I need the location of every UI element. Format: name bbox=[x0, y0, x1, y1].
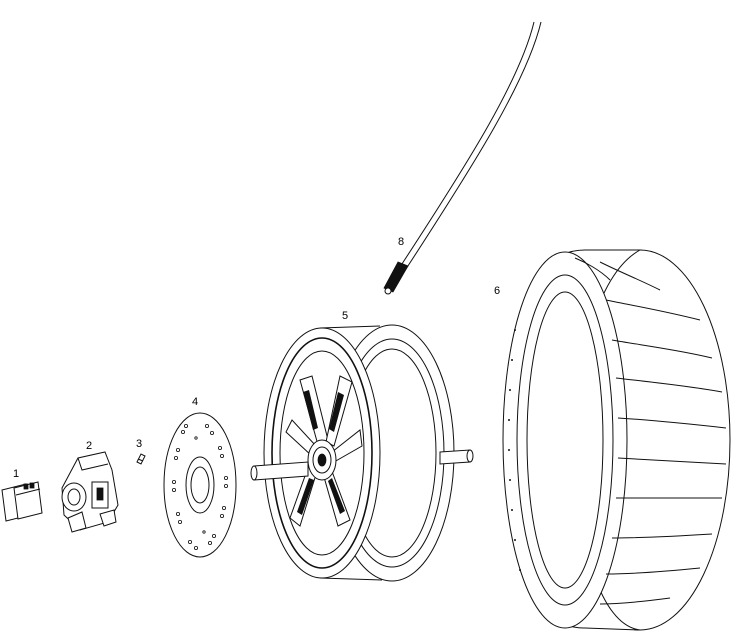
callout-1: 1 bbox=[13, 468, 19, 480]
part-2-brake-caliper bbox=[61, 451, 119, 533]
part-3-bolt bbox=[136, 453, 146, 465]
part-5-wheel-rim bbox=[250, 324, 474, 582]
part-1-brake-pads bbox=[1, 481, 43, 522]
callout-3: 3 bbox=[136, 438, 142, 450]
callout-4: 4 bbox=[192, 396, 198, 408]
part-4-brake-disc bbox=[163, 412, 237, 558]
callout-6: 6 bbox=[494, 285, 500, 297]
callout-5: 5 bbox=[342, 310, 348, 322]
part-8-cable bbox=[383, 21, 542, 295]
callout-8: 8 bbox=[398, 236, 404, 248]
part-6-tire bbox=[502, 249, 731, 631]
callout-2: 2 bbox=[86, 440, 92, 452]
